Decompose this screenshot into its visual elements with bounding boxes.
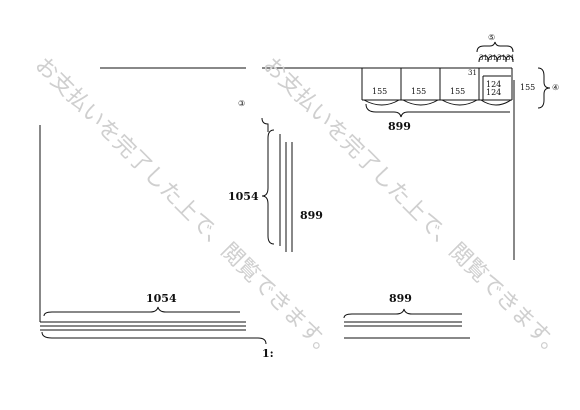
tiny-31-4: 31: [506, 54, 515, 62]
tiny-arc-1: [478, 55, 489, 63]
right-height-group: 155 ④: [520, 67, 559, 109]
cab-arc-2: [402, 99, 439, 106]
cab-arc-1: [363, 99, 400, 106]
circle-4-label: ④: [552, 83, 559, 92]
left-panel: 1054 1:: [39, 67, 274, 360]
right-height-label: 155: [520, 83, 535, 92]
height-899-label: 899: [300, 209, 323, 222]
tiny-31-1: 31: [479, 54, 488, 62]
cab-arc-3: [441, 99, 478, 106]
top-cabinet-row: 155 155 155 124 124 31 899: [262, 67, 515, 260]
mid-width-label: 899: [389, 292, 412, 305]
circle-3-label: ③: [238, 99, 245, 108]
height-1054-brace: [261, 129, 275, 245]
tiny-arc-2: [487, 55, 498, 63]
left-lower-brace: [41, 331, 267, 345]
tiny-arc-4: [505, 55, 514, 63]
cab-arc-4: [480, 99, 512, 106]
left-width-label: 1054: [146, 292, 177, 305]
circle-5-brace: [476, 41, 514, 53]
cab-155-a-label: 155: [372, 87, 387, 96]
tiny-31-3: 31: [497, 54, 506, 62]
tiny-31-left-label: 31: [468, 69, 477, 77]
mid-width-brace: [343, 308, 462, 319]
circle-3-leader: [261, 117, 269, 132]
cab-124-b-label: 124: [486, 88, 501, 97]
left-bottom-partial-label: 1:: [262, 347, 274, 360]
cab-155-b-label: 155: [411, 87, 426, 96]
tiny-31-2: 31: [488, 54, 497, 62]
circle-5-group: ⑤ 31 31 31 31: [476, 33, 515, 63]
mid-bottom-group: 899: [343, 292, 470, 339]
top-width-label: 899: [388, 120, 411, 133]
height-1054-label: 1054: [228, 190, 259, 203]
cab-124-a-label: 124: [486, 80, 501, 89]
right-height-brace: [537, 67, 551, 109]
left-width-brace: [43, 306, 240, 317]
height-bracket-1054: ③ 1054 899: [228, 99, 323, 252]
top-width-brace: [365, 103, 510, 118]
cab-155-c-label: 155: [450, 87, 465, 96]
circle-5-label: ⑤: [488, 33, 495, 42]
